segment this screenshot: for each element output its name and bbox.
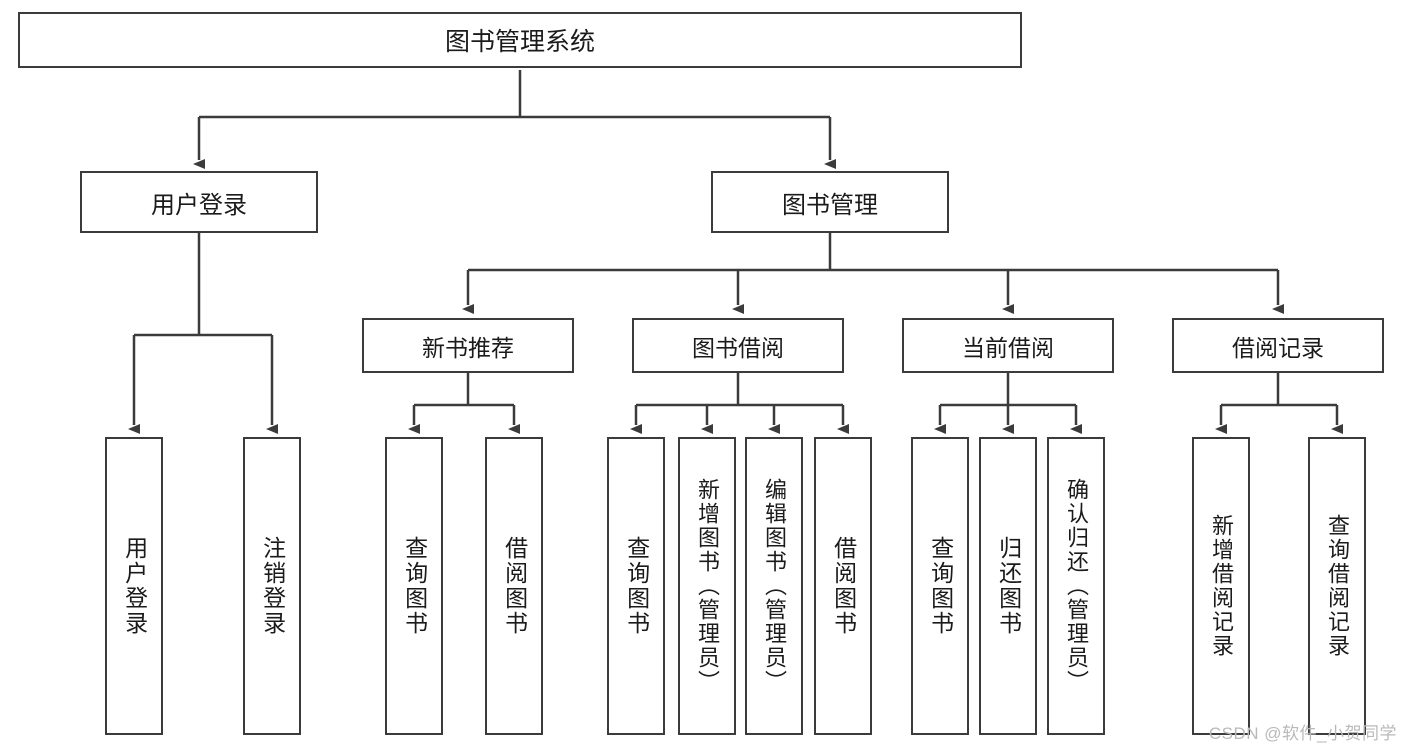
leaf-label: 查询图书 [401, 536, 428, 636]
node-user-login[interactable]: 用户登录 [80, 171, 318, 233]
leaf-label: 用户登录 [121, 536, 148, 636]
leaf-borrow-book-nb[interactable]: 借阅图书 [485, 437, 543, 735]
node-current-borrow[interactable]: 当前借阅 [902, 318, 1114, 373]
leaf-label: 注销登录 [259, 536, 286, 636]
leaf-query-borrow-record[interactable]: 查询借阅记录 [1308, 437, 1366, 735]
leaf-label: 确认归还（管理员） [1063, 478, 1089, 694]
node-book-manage[interactable]: 图书管理 [711, 171, 949, 233]
leaf-return-book[interactable]: 归还图书 [979, 437, 1037, 735]
leaf-logout[interactable]: 注销登录 [243, 437, 301, 735]
leaf-label: 编辑图书（管理员） [761, 478, 787, 694]
leaf-label: 新增图书（管理员） [694, 478, 720, 694]
leaf-label: 查询图书 [623, 536, 650, 636]
leaf-label: 新增借阅记录 [1208, 514, 1234, 658]
leaf-add-borrow-record[interactable]: 新增借阅记录 [1192, 437, 1250, 735]
leaf-label: 借阅图书 [830, 536, 857, 636]
leaf-query-book-nb[interactable]: 查询图书 [385, 437, 443, 735]
leaf-query-book-bb[interactable]: 查询图书 [607, 437, 665, 735]
leaf-edit-book-admin[interactable]: 编辑图书（管理员） [745, 437, 803, 735]
leaf-label: 查询借阅记录 [1324, 514, 1350, 658]
leaf-add-book-admin[interactable]: 新增图书（管理员） [678, 437, 736, 735]
leaf-query-book-cb[interactable]: 查询图书 [911, 437, 969, 735]
leaf-user-login[interactable]: 用户登录 [105, 437, 163, 735]
leaf-borrow-book-bb[interactable]: 借阅图书 [814, 437, 872, 735]
node-new-book-recommend[interactable]: 新书推荐 [362, 318, 574, 373]
leaf-confirm-return-admin[interactable]: 确认归还（管理员） [1047, 437, 1105, 735]
node-borrow-record[interactable]: 借阅记录 [1172, 318, 1384, 373]
node-book-borrow[interactable]: 图书借阅 [632, 318, 844, 373]
leaf-label: 查询图书 [927, 536, 954, 636]
node-root[interactable]: 图书管理系统 [18, 12, 1022, 68]
leaf-label: 归还图书 [995, 536, 1022, 636]
csdn-watermark: CSDN @软件_小贺同学 [1208, 724, 1397, 743]
leaf-label: 借阅图书 [501, 536, 528, 636]
